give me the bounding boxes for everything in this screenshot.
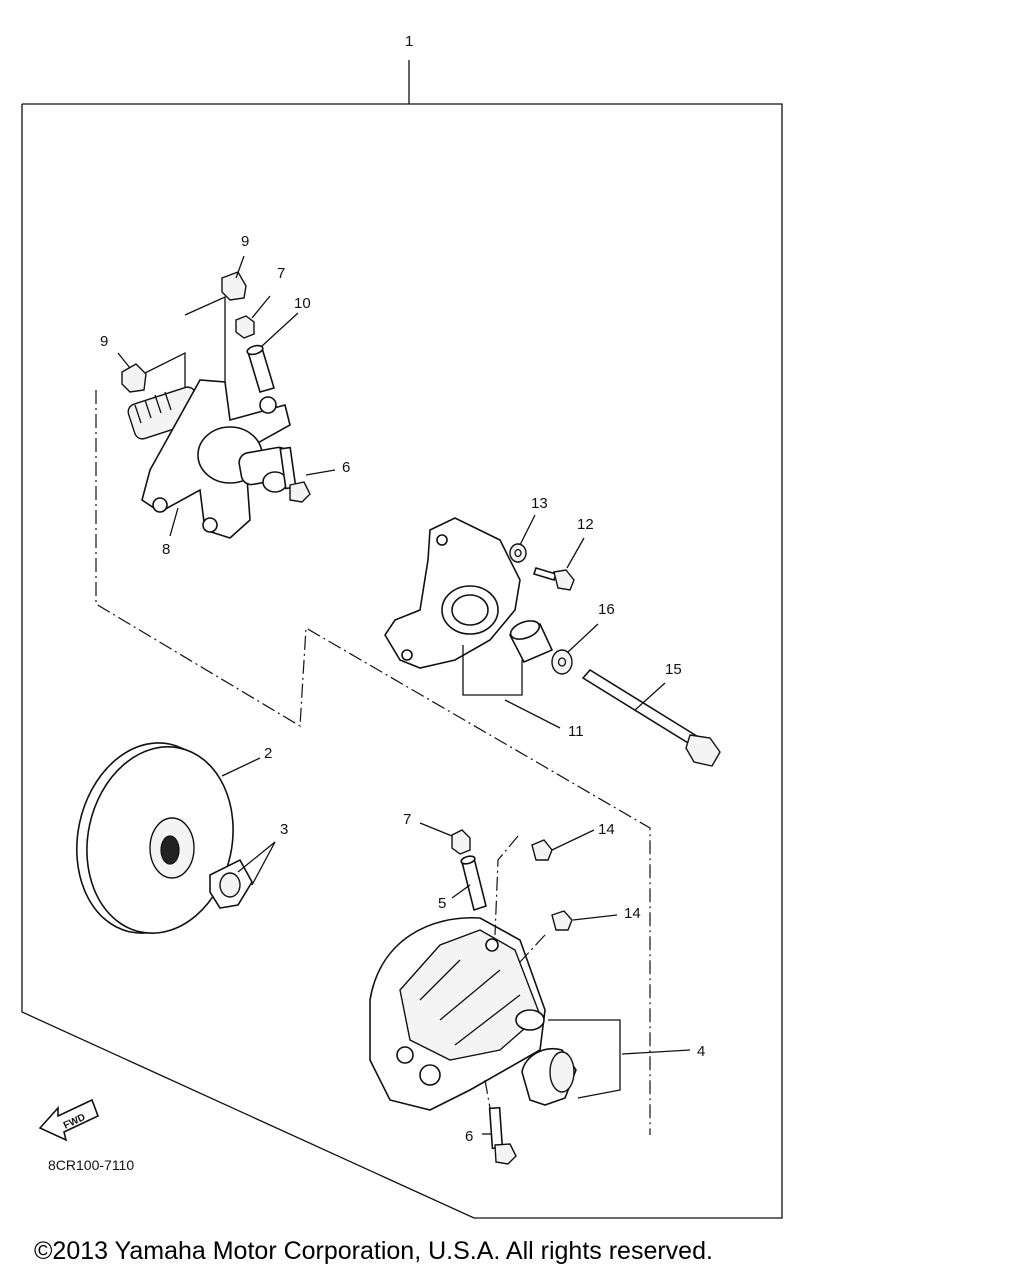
- slider-lower: [121, 363, 147, 393]
- callout-2: 2: [264, 745, 272, 762]
- bolt-upper: [279, 446, 311, 503]
- assembly-outline: [21, 60, 783, 1219]
- callout-13: 13: [531, 495, 548, 512]
- callout-6-upper: 6: [342, 459, 350, 476]
- bolt-lower: [488, 1106, 517, 1165]
- cover: [384, 517, 521, 669]
- callout-5: 5: [438, 895, 446, 912]
- moveable-sheave-assembly: [369, 917, 546, 1111]
- copyright-notice: ©2013 Yamaha Motor Corporation, U.S.A. A…: [34, 1237, 713, 1265]
- callout-16: 16: [598, 601, 615, 618]
- collar: [246, 344, 275, 393]
- spider-bracket-lines: [95, 295, 651, 1135]
- leader-lines: [117, 255, 691, 1135]
- callout-7-upper: 7: [277, 265, 285, 282]
- callout-9-upper: 9: [241, 233, 249, 250]
- bushing: [508, 620, 554, 664]
- callout-1: 1: [405, 33, 413, 50]
- callout-14-lower: 14: [624, 905, 641, 922]
- callout-8: 8: [162, 541, 170, 558]
- spider-assembly: [127, 379, 292, 539]
- cam-clamp: [209, 858, 253, 909]
- callout-9-lower: 9: [100, 333, 108, 350]
- callout-11: 11: [568, 723, 584, 740]
- callout-6-lower: 6: [465, 1128, 473, 1145]
- collar-5: [460, 855, 487, 912]
- callout-14-upper: 14: [598, 821, 615, 838]
- bolt-12: [532, 567, 575, 591]
- diagram-code: 8CR100-7110: [48, 1157, 135, 1173]
- callout-10: 10: [294, 295, 311, 312]
- slider-14-lower: [551, 910, 573, 931]
- slider-upper: [221, 271, 247, 301]
- fwd-arrow-icon: FWD: [38, 1098, 100, 1142]
- slider-14-upper: [531, 839, 553, 861]
- nut-upper: [235, 315, 255, 339]
- callout-15: 15: [665, 661, 682, 678]
- bushing-lower: [521, 1048, 577, 1106]
- callout-12: 12: [577, 516, 594, 533]
- callout-3: 3: [280, 821, 288, 838]
- washer-13: [509, 543, 527, 563]
- washer-16: [551, 649, 573, 675]
- fixed-sheave: [75, 742, 234, 934]
- bolt-15: [581, 668, 721, 767]
- nut-lower: [451, 829, 471, 855]
- callout-7-lower: 7: [403, 811, 411, 828]
- callout-4: 4: [697, 1043, 705, 1060]
